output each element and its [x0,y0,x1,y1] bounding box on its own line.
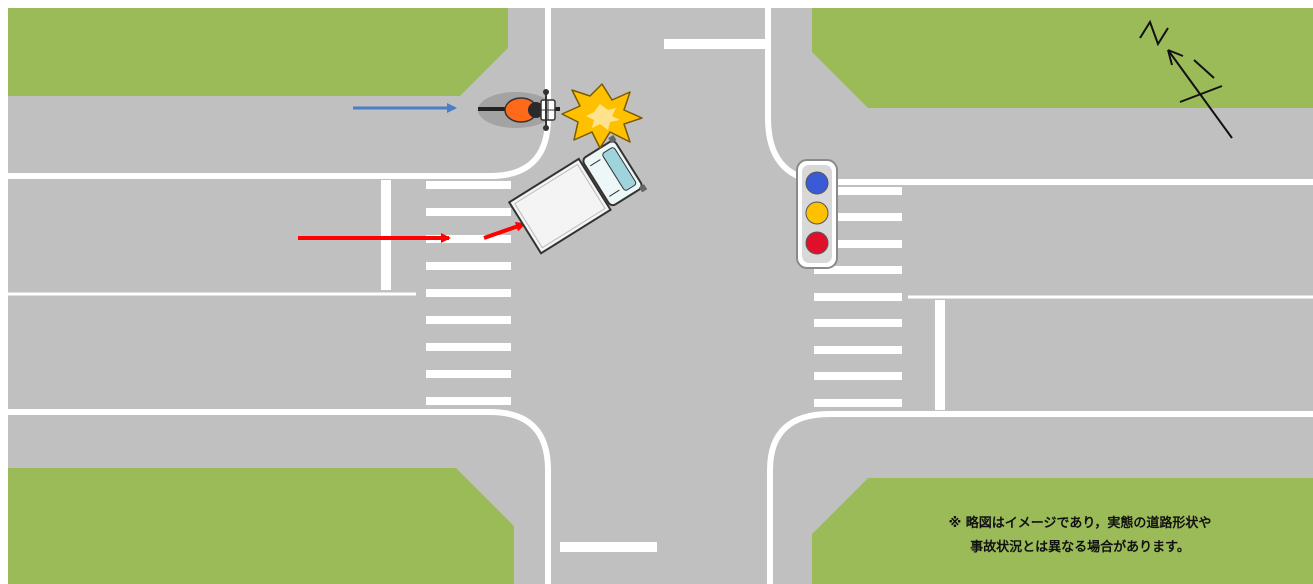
disclaimer-line-1: ※ 略図はイメージであり，実態の道路形状や [948,516,1212,531]
crosswalk-left [426,181,511,405]
bicycle-icon [478,89,560,131]
disclaimer-line-2: 事故状況とは異なる場合があります。 [970,540,1190,555]
signal-yellow-light [805,201,829,225]
disclaimer-note: ※ 略図はイメージであり，実態の道路形状や 事故状況とは異なる場合があります。 [880,512,1280,560]
grass-block-bottom-right [812,478,1313,584]
road-markings [8,8,1313,584]
signal-green-light [805,171,829,195]
traffic-signal-icon [796,159,838,269]
grass-block-top-left [8,8,508,96]
collision-burst-icon [561,83,643,149]
signal-red-light [805,231,829,255]
truck-icon [507,134,648,255]
north-arrow-icon [1139,19,1233,139]
crosswalk-right [814,187,902,407]
grass-block-top-right [812,8,1313,108]
truck-turn-arrow [483,221,526,240]
grass-block-bottom-left [8,468,514,584]
